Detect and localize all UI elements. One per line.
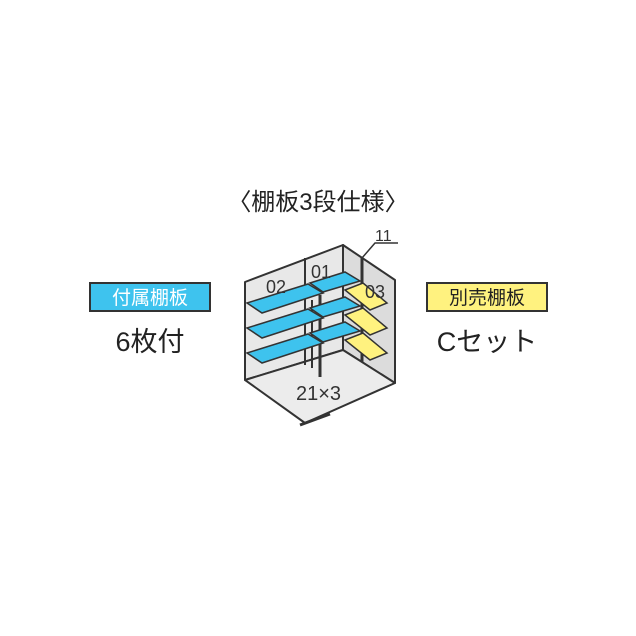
optional-shelf-set: Cセット [436, 327, 538, 357]
shelf-01-1 [308, 271, 362, 293]
included-shelf-badge: 付属棚板 [89, 282, 211, 312]
floor [244, 349, 396, 424]
included-shelves [245, 271, 362, 364]
shelf-03-3 [343, 332, 389, 361]
label-11: 11 [375, 228, 392, 245]
label-21x3: 21×3 [296, 383, 341, 405]
label-03: 03 [365, 282, 385, 302]
label-02: 02 [266, 277, 286, 297]
shelf-03-2 [343, 307, 389, 336]
shelf-01-2 [308, 296, 362, 318]
page-title: 〈棚板3段仕様〉 [227, 189, 409, 216]
optional-shelf-badge: 別売棚板 [426, 282, 548, 312]
shelf-02-2 [245, 308, 325, 339]
label-01: 01 [311, 262, 331, 282]
optional-shelves [343, 282, 389, 361]
included-shelf-count: 6枚付 [115, 327, 185, 357]
shelf-02-3 [245, 333, 325, 364]
shelf-03-1 [343, 282, 389, 311]
shelf-01-3 [308, 321, 362, 343]
shelf-02-1 [245, 283, 325, 314]
